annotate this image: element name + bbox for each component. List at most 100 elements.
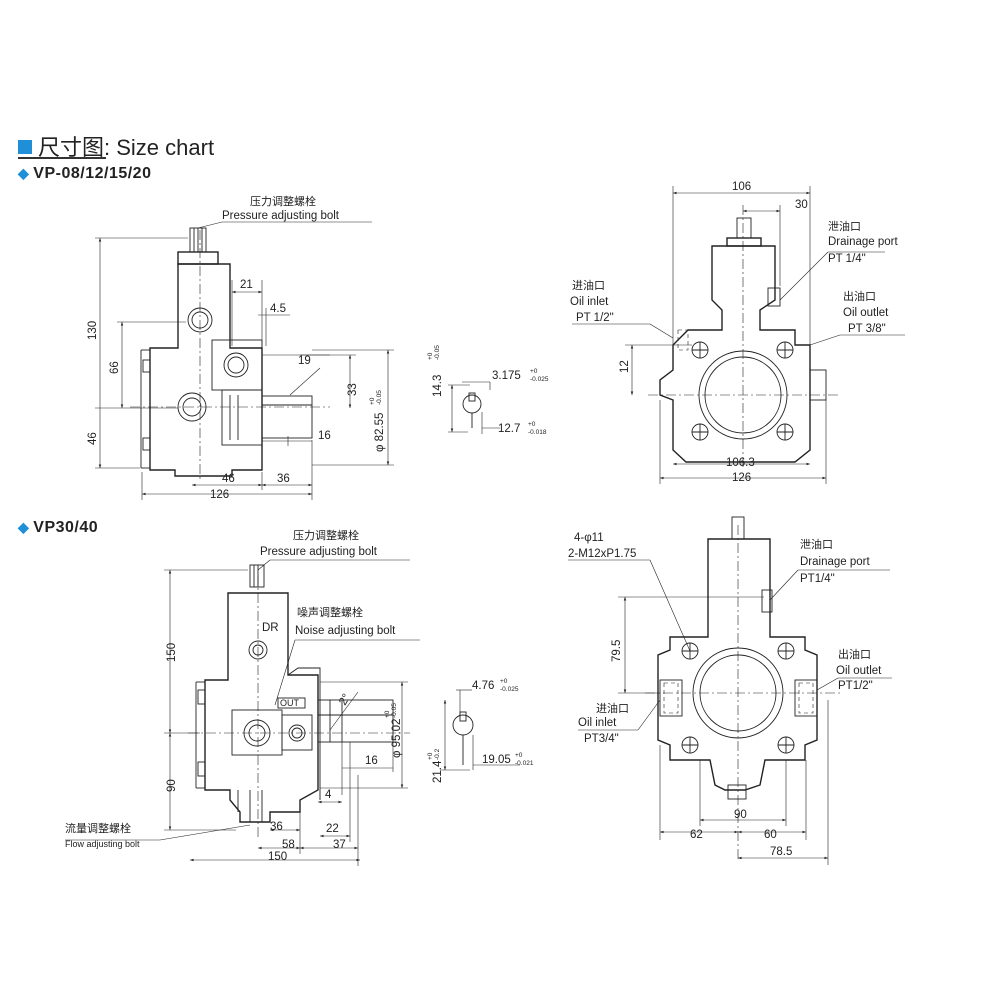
dim-4-5: 4.5 (270, 303, 286, 315)
dim-150-vertical: 150 (166, 643, 178, 662)
dim-126: 126 (210, 489, 229, 501)
dim-4: 4 (325, 789, 332, 801)
key-19-05-tol-up: +0 (515, 752, 523, 759)
holes-label: 4-φ11 (574, 532, 604, 544)
outlet-cn: 出油口 (838, 647, 871, 661)
title-cn: 尺寸图: (38, 135, 111, 160)
callout-en: Pressure adjusting bolt (260, 546, 378, 558)
flow-cn: 流量调整螺栓 (65, 821, 131, 835)
model-heading-vp30: ◆VP30/40 (18, 519, 98, 537)
key-21-4-tol-lo: -0.2 (434, 748, 441, 760)
model-heading-vp08: ◆VP-08/12/15/20 (18, 165, 151, 183)
shaft-tol-lower: -0.05 (376, 390, 383, 405)
shaft-diameter: φ 82.55 (374, 413, 386, 452)
callout-cn: 压力调整螺栓 (293, 528, 359, 542)
vp30-key-detail: 4.76 +0 -0.025 21.4 +0 -0.2 19.05 +0 -0.… (427, 678, 534, 783)
key-14-3-tol-lo: -0.05 (434, 345, 441, 360)
drain-en: Drainage port (828, 236, 898, 248)
vp30-side-labels: 压力调整螺栓 Pressure adjusting bolt 噪声调整螺栓 No… (65, 528, 403, 863)
inlet-cn: 进油口 (572, 278, 605, 292)
inlet-cn: 进油口 (596, 701, 629, 715)
vp30-front-body (645, 516, 840, 860)
key-dim-14-3: 14.3 (432, 375, 444, 397)
key-dim-4-76: 4.76 (472, 680, 494, 692)
inlet-en: Oil inlet (578, 717, 617, 729)
key-12-7-tol-lo: -0.018 (528, 429, 547, 436)
dim-16: 16 (318, 430, 331, 442)
dim-16: 16 (365, 755, 378, 767)
inlet-pt: PT 1/2" (576, 312, 614, 324)
dim-58: 58 (282, 839, 295, 851)
title-en: Size chart (116, 135, 215, 160)
dim-19: 19 (298, 355, 311, 367)
key-3-175-tol-up: +0 (530, 368, 538, 375)
model-a-label: VP-08/12/15/20 (33, 165, 152, 182)
dim-126-front: 126 (732, 472, 751, 484)
page-title: 尺寸图: Size chart (18, 130, 214, 162)
vp08-front-labels: 106 30 泄油口 Drainage port PT 1/4" 出油口 Oil… (570, 181, 898, 484)
vp08-side-labels: 压力调整螺栓 Pressure adjusting bolt 130 66 46… (87, 194, 386, 501)
vp08-front-body (648, 205, 838, 470)
dim-36: 36 (270, 821, 283, 833)
dim-30: 30 (795, 199, 808, 211)
key-3-175-tol-lo: -0.025 (530, 376, 549, 383)
title-underline (18, 157, 106, 159)
outlet-pt: PT1/2" (838, 680, 873, 692)
dim-36: 36 (277, 473, 290, 485)
key-21-4-tol-up: +0 (427, 752, 434, 760)
dim-130: 130 (87, 321, 99, 340)
dim-62: 62 (690, 829, 703, 841)
dim-90: 90 (734, 809, 747, 821)
outlet-en: Oil outlet (836, 665, 882, 677)
out-label: OUT (280, 698, 300, 708)
dim-79-5: 79.5 (611, 640, 623, 662)
dim-90-vertical: 90 (166, 779, 178, 792)
vp30-front-view: 4-φ11 2-M12xP1.75 泄油口 Drainage port PT1/… (568, 516, 892, 865)
vp30-side-body (188, 564, 410, 840)
diamond-icon: ◆ (18, 519, 30, 535)
noise-cn: 噪声调整螺栓 (297, 605, 363, 619)
vp08-key-detail: 14.3 +0 -0.05 3.175 +0 -0.025 12.7 +0 -0… (427, 345, 549, 436)
key-dim-12-7: 12.7 (498, 423, 520, 435)
dim-150-horizontal: 150 (268, 851, 287, 863)
dim-66: 66 (109, 361, 121, 374)
inlet-pt: PT3/4" (584, 733, 619, 745)
vp08-side-view: 压力调整螺栓 Pressure adjusting bolt 130 66 46… (87, 194, 394, 501)
shaft-diameter: φ 95.02 (391, 719, 403, 758)
vp08-side-dimensions (95, 221, 394, 500)
outlet-cn: 出油口 (843, 289, 876, 303)
diamond-icon: ◆ (18, 165, 30, 181)
key-dim-21-4: 21.4 (432, 760, 444, 783)
outlet-pt: PT 3/8" (848, 323, 886, 335)
flow-en: Flow adjusting bolt (65, 839, 140, 849)
shaft-tol-upper: +0 (369, 397, 376, 405)
key-dim-3-175: 3.175 (492, 370, 521, 382)
inlet-en: Oil inlet (570, 296, 609, 308)
callout-cn: 压力调整螺栓 (250, 194, 316, 208)
model-b-label: VP30/40 (33, 519, 99, 536)
callout-en: Pressure adjusting bolt (222, 210, 340, 222)
dim-21: 21 (240, 279, 253, 291)
vp08-front-view: 106 30 泄油口 Drainage port PT 1/4" 出油口 Oil… (570, 181, 905, 484)
key-12-7-tol-up: +0 (528, 421, 536, 428)
key-dim-19-05: 19.05 (482, 754, 511, 766)
dim-37: 37 (333, 839, 346, 851)
key-14-3-tol-up: +0 (427, 352, 434, 360)
key-4-76-tol-up: +0 (500, 678, 508, 685)
vp30-front-dimensions (568, 559, 892, 865)
drain-en: Drainage port (800, 556, 870, 568)
noise-en: Noise adjusting bolt (295, 625, 396, 637)
vp30-side-view: 压力调整螺栓 Pressure adjusting bolt 噪声调整螺栓 No… (65, 528, 420, 866)
dim-22: 22 (326, 823, 339, 835)
dim-106: 106 (732, 181, 751, 193)
dim-46-horizontal: 46 (222, 473, 235, 485)
square-icon (18, 140, 32, 155)
dr-label: DR (262, 622, 279, 634)
key-4-76-tol-lo: -0.025 (500, 686, 519, 693)
thread-label: 2-M12xP1.75 (568, 548, 636, 560)
vp30-front-labels: 4-φ11 2-M12xP1.75 泄油口 Drainage port PT1/… (568, 532, 882, 858)
drain-pt: PT1/4" (800, 573, 835, 585)
key-19-05-tol-lo: -0.021 (515, 760, 534, 767)
